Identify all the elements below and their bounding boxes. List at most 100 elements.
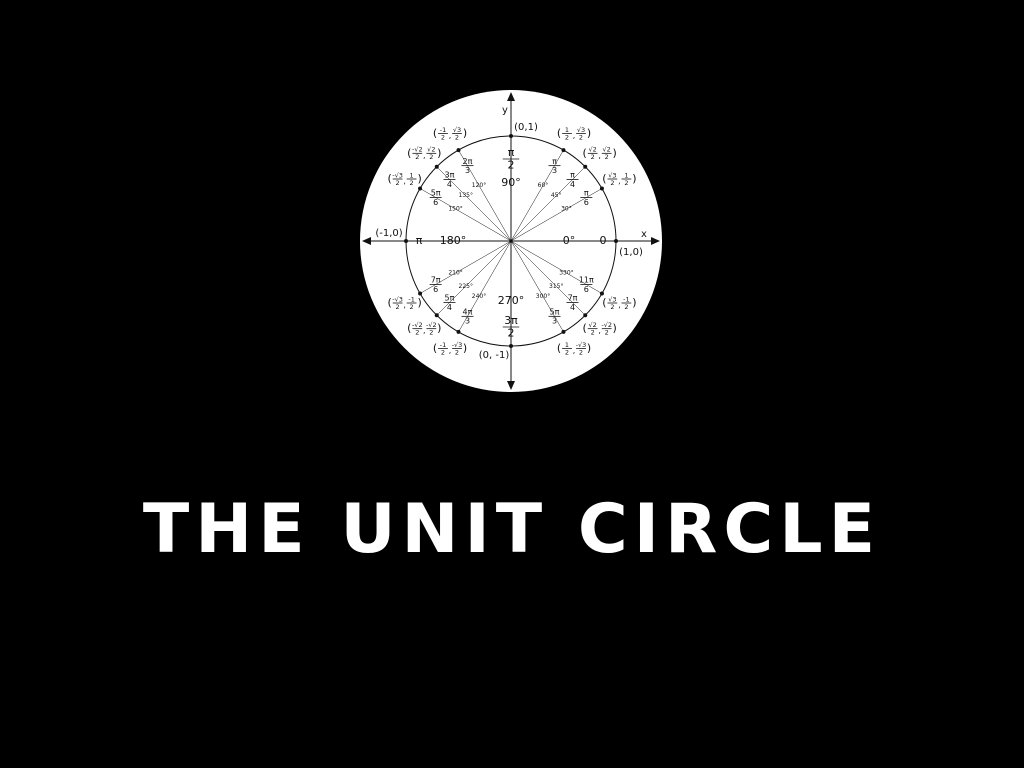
coord-label-30-y-den: 2 [624,179,628,187]
coord-label-30-open-paren: ( [602,172,606,185]
coord-label-330-comma: , [618,301,621,310]
coord-label-225-x-den: 2 [415,329,419,337]
coord-label-30-x-den: 2 [610,179,614,187]
coord-label-120-comma: , [449,131,452,140]
coord-label-120-open-paren: ( [433,127,437,140]
point-90 [509,134,513,138]
coord-label-135-y-den: 2 [429,153,433,161]
radian-label-300-num: 5π [550,307,560,316]
radian-label-45-den: 4 [570,180,575,189]
degree-label-180: 180° [440,234,467,247]
slide-title: THE UNIT CIRCLE [142,490,882,569]
degree-label-315: 315° [549,283,563,290]
coord-label-300-close-paren: ) [587,341,591,354]
radian-label-330-den: 6 [584,285,589,294]
coord-label-135-y-num: √2 [427,146,435,154]
degree-label-30: 30° [561,206,572,213]
radian-label-330-num: 11π [579,276,594,285]
coord-label-315-close-paren: ) [613,322,617,335]
coord-label-60-x-num: 1 [565,126,569,134]
coord-label-210-close-paren: ) [417,296,421,309]
coord-label-150-comma: , [403,177,406,186]
coord-label-225-comma: , [423,326,426,335]
degree-label-60: 60° [538,182,549,189]
coord-label-315-open-paren: ( [583,322,587,335]
point-0 [614,239,618,243]
point-300 [561,329,566,334]
point-240 [456,329,461,334]
degree-label-135: 135° [459,192,473,199]
coord-label-300-x-num: 1 [565,341,569,349]
coord-label-210-x-den: 2 [396,303,400,311]
radian-label-30-den: 6 [584,198,589,207]
coord-label-30-x-num: √3 [608,171,616,179]
radian-label-45-num: π [570,171,575,180]
point-60 [561,148,566,153]
radian-label-90-den: 2 [508,159,515,172]
coord-label-240-comma: , [449,346,452,355]
degree-label-270: 270° [498,294,525,307]
point-210 [418,291,423,296]
coord-label-300-x-den: 2 [565,348,569,356]
coord-label-150-close-paren: ) [417,172,421,185]
coord-label-45-x-num: √2 [589,146,597,154]
degree-label-150: 150° [448,206,462,213]
coord-label-45-comma: , [598,151,601,160]
coord-label-90: (0,1) [514,122,538,133]
radian-label-30-num: π [584,189,589,198]
coord-label-210-y-den: 2 [410,303,414,311]
coord-label-30-comma: , [618,177,621,186]
coord-label-135-comma: , [423,151,426,160]
coord-label-300-y-den: 2 [579,348,583,356]
coord-label-45-x-den: 2 [591,153,595,161]
coord-label-270: (0, -1) [479,350,510,361]
x-axis-label: x [641,229,647,240]
spoke-240 [458,240,512,333]
radian-label-135-num: 3π [445,171,455,180]
coord-label-150-y-den: 2 [410,179,414,187]
coord-label-120-close-paren: ) [463,127,467,140]
coord-label-300-y-num: -√3 [576,341,587,349]
x-axis-arrow-right [651,237,660,245]
point-120 [456,148,461,153]
y-axis-label: y [502,105,508,116]
coord-label-60-y-num: √3 [577,126,585,134]
degree-label-0: 0° [563,234,576,247]
radian-label-270-num: 3π [504,314,518,327]
coord-label-210-open-paren: ( [387,296,391,309]
coord-label-60-y-den: 2 [579,134,583,142]
coord-label-330-x-num: √3 [608,295,616,303]
radian-label-150-den: 6 [433,198,438,207]
y-axis-arrow-down [507,381,515,390]
coord-label-315-y-den: 2 [605,329,609,337]
radian-label-225-num: 5π [445,294,455,303]
coord-label-150-y-num: 1 [410,171,414,179]
coord-label-225-close-paren: ) [437,322,441,335]
point-45 [583,164,588,169]
spoke-300 [510,240,564,333]
degree-label-225: 225° [459,283,473,290]
coord-label-300-open-paren: ( [557,341,561,354]
y-axis-arrow-up [507,92,515,101]
coord-label-225-x-num: -√2 [412,321,423,329]
radian-label-0: 0 [600,234,607,247]
degree-label-90: 90° [501,176,521,189]
radian-label-120-den: 3 [465,166,470,175]
radian-label-315-den: 4 [570,303,575,312]
coord-label-240-y-den: 2 [455,348,459,356]
coord-label-150-x-den: 2 [396,179,400,187]
degree-label-300: 300° [536,293,550,300]
coord-label-330-x-den: 2 [610,303,614,311]
coord-label-60-x-den: 2 [565,134,569,142]
coord-label-315-x-num: √2 [589,321,597,329]
coord-label-120-x-num: -1 [440,126,446,134]
coord-label-210-y-num: -1 [408,295,414,303]
degree-label-330: 330° [559,270,573,277]
radian-label-210-den: 6 [433,285,438,294]
coord-label-300-comma: , [573,346,576,355]
coord-label-30-close-paren: ) [632,172,636,185]
radian-label-60-num: π [552,157,557,166]
coord-label-45-y-num: √2 [603,146,611,154]
coord-label-45-close-paren: ) [613,146,617,159]
point-180 [404,239,408,243]
